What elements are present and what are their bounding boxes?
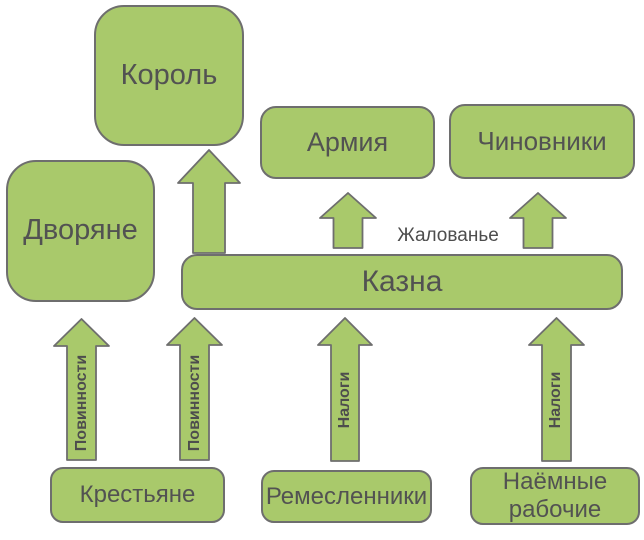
node-peasants: Крестьяне	[50, 467, 225, 523]
flow-label-salary: Жалованье	[397, 225, 499, 246]
arrow-treasury-to-officials-icon	[509, 192, 567, 249]
arrow-craftsmen-to-treasury-icon	[317, 317, 373, 462]
node-officials: Чиновники	[449, 104, 635, 179]
flow-label-duties-treasury: Повинности	[186, 354, 203, 452]
flow-label-taxes-hired-workers: Налоги	[547, 371, 564, 429]
arrow-hired-workers-to-treasury-icon	[528, 317, 585, 462]
arrow-treasury-to-king-icon	[177, 149, 241, 254]
node-treasury: Казна	[181, 254, 623, 310]
node-king: Король	[94, 5, 244, 146]
arrow-peasants-to-treasury-icon	[166, 317, 223, 461]
flow-label-taxes-craftsmen: Налоги	[336, 371, 353, 429]
arrow-peasants-to-nobles-icon	[53, 318, 110, 461]
node-nobles: Дворяне	[6, 160, 155, 302]
node-hired-workers: Наёмные рабочие	[470, 467, 640, 525]
node-craftsmen: Ремесленники	[261, 470, 432, 523]
flow-label-duties-nobles: Повинности	[73, 354, 90, 452]
node-army: Армия	[260, 106, 435, 179]
arrow-treasury-to-army-icon	[319, 192, 377, 249]
